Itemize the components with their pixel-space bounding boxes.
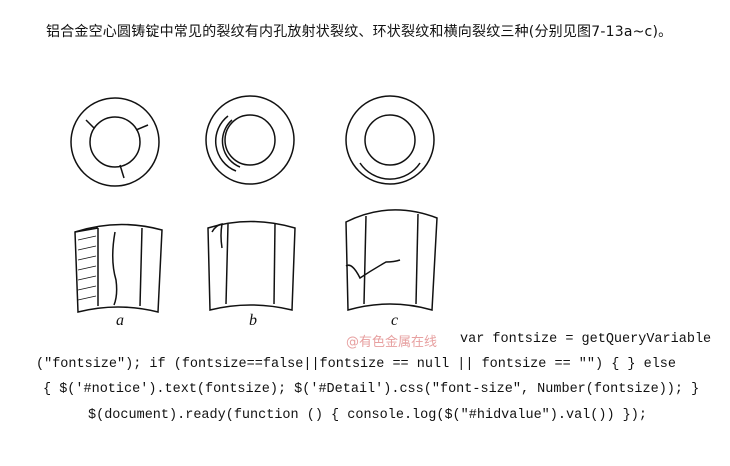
- figure-a-cylinder: [74, 223, 163, 313]
- code-line-2: ("fontsize"); if (fontsize==false||fonts…: [36, 357, 677, 372]
- figure-b-cylinder: [207, 220, 296, 311]
- figure-label-c: c: [391, 312, 399, 329]
- watermark: @有色金属在线: [346, 335, 438, 350]
- figure-label-b: b: [249, 312, 257, 329]
- code-line-4: $(document).ready(function () { console.…: [88, 408, 647, 423]
- figure-label-a: a: [116, 312, 124, 329]
- figure-b-ring: [205, 95, 295, 185]
- crack-figure: [70, 95, 438, 313]
- paragraph: 铝合金空心圆铸锭中常见的裂纹有内孔放射状裂纹、环状裂纹和横向裂纹三种(分别见图7…: [46, 24, 673, 40]
- figure-a-ring: [70, 97, 160, 187]
- code-line-1: var fontsize = getQueryVariable: [460, 332, 712, 347]
- figure-c-cylinder: [345, 209, 438, 311]
- code-line-3: { $('#notice').text(fontsize); $('#Detai…: [43, 382, 700, 397]
- figure-c-ring: [345, 95, 435, 185]
